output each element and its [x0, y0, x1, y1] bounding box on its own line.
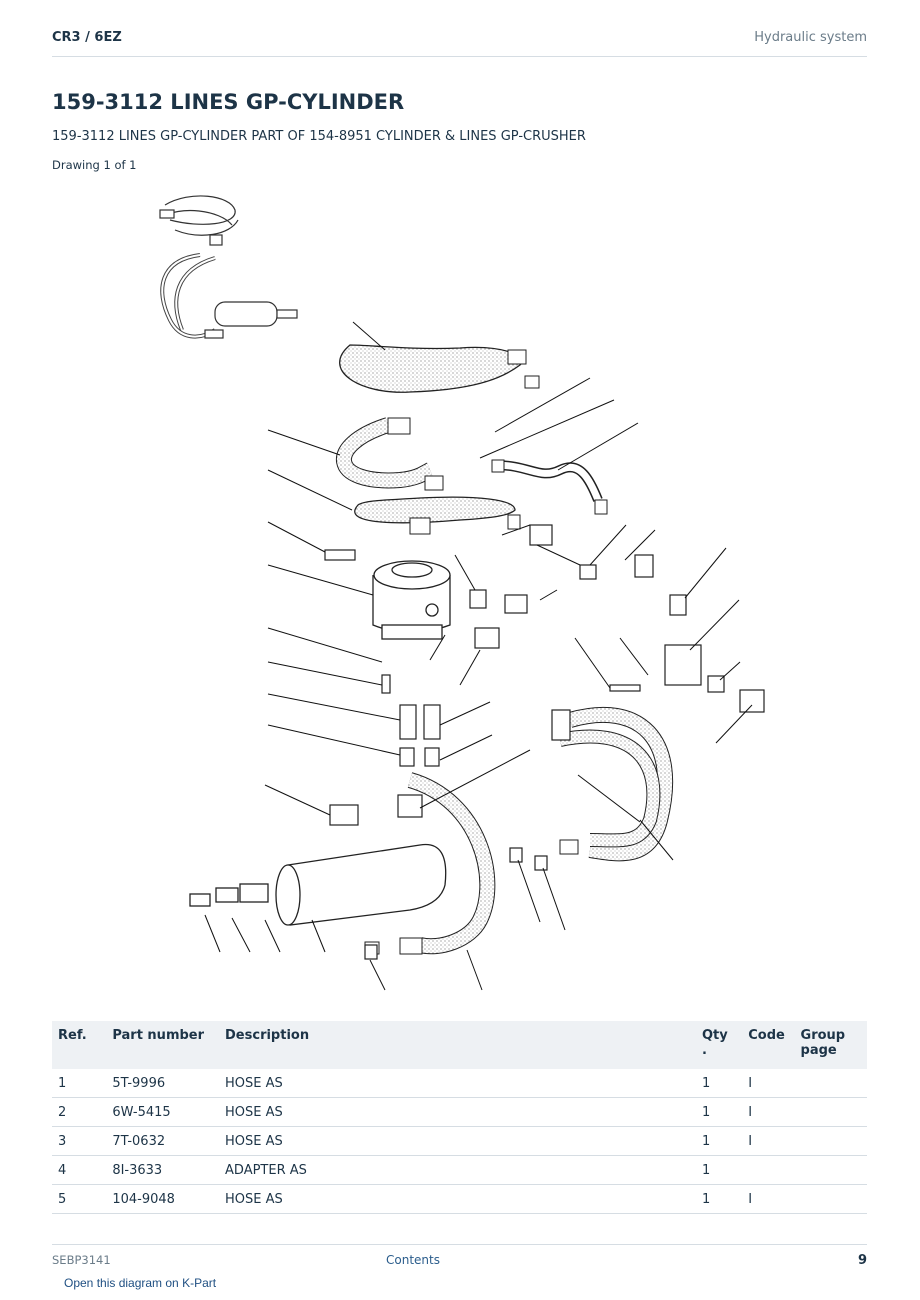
doc-id: SEBP3141 — [52, 1253, 111, 1267]
cell-qty: 1 — [695, 1097, 743, 1127]
table-row: 2 6W-5415 HOSE AS 1 I — [52, 1097, 867, 1127]
valve-block — [372, 560, 451, 640]
parts-table: Ref. Part number Description Qty . Code … — [52, 1021, 867, 1214]
page-header: CR3 / 6EZ Hydraulic system — [52, 28, 867, 57]
cell-part-number: 5T-9996 — [106, 1069, 220, 1098]
page-title: 159-3112 LINES GP-CYLINDER — [52, 90, 405, 114]
fittings — [324, 524, 765, 960]
cell-description: HOSE AS — [219, 1126, 696, 1156]
table-row: 1 5T-9996 HOSE AS 1 I — [52, 1069, 867, 1098]
cell-code: I — [742, 1097, 795, 1127]
col-ref: Ref. — [52, 1021, 107, 1069]
cell-group-page — [794, 1155, 867, 1185]
contents-link[interactable]: Contents — [386, 1253, 440, 1267]
cell-group-page — [794, 1184, 867, 1214]
cell-group-page — [794, 1126, 867, 1156]
section-label: Hydraulic system — [754, 30, 867, 45]
callout-lines — [204, 321, 753, 991]
kpart-link[interactable]: Open this diagram on K-Part — [64, 1276, 217, 1290]
cell-ref: 5 — [52, 1184, 107, 1214]
cell-part-number: 7T-0632 — [106, 1126, 220, 1156]
cell-group-page — [794, 1097, 867, 1127]
page-number: 9 — [857, 1253, 867, 1268]
cell-qty: 1 — [695, 1126, 743, 1156]
cell-ref: 4 — [52, 1155, 107, 1185]
col-qty: Qty . — [695, 1021, 743, 1069]
cell-ref: 2 — [52, 1097, 107, 1127]
cell-qty: 1 — [695, 1184, 743, 1214]
col-part-number: Part number — [106, 1021, 220, 1069]
table-row: 4 8I-3633 ADAPTER AS 1 — [52, 1155, 867, 1185]
cell-description: ADAPTER AS — [219, 1155, 696, 1185]
cell-part-number: 104-9048 — [106, 1184, 220, 1214]
page-footer: SEBP3141 Contents 9 — [52, 1244, 867, 1268]
cell-group-page — [794, 1069, 867, 1098]
hose-1 — [339, 344, 540, 393]
hose-3 — [354, 496, 521, 535]
cell-description: HOSE AS — [219, 1184, 696, 1214]
cell-description: HOSE AS — [219, 1069, 696, 1098]
tube-fitting — [491, 459, 608, 515]
cell-ref: 1 — [52, 1069, 107, 1098]
page-subtitle: 159-3112 LINES GP-CYLINDER PART OF 154-8… — [52, 129, 586, 144]
cell-part-number: 6W-5415 — [106, 1097, 220, 1127]
cell-ref: 3 — [52, 1126, 107, 1156]
cell-code: I — [742, 1184, 795, 1214]
cell-qty: 1 — [695, 1155, 743, 1185]
drawing-label: Drawing 1 of 1 — [52, 158, 137, 172]
table-row: 3 7T-0632 HOSE AS 1 I — [52, 1126, 867, 1156]
cell-part-number: 8I-3633 — [106, 1155, 220, 1185]
cylinder — [189, 843, 447, 926]
cell-qty: 1 — [695, 1069, 743, 1098]
hose-4 — [558, 707, 674, 862]
table-row: 5 104-9048 HOSE AS 1 I — [52, 1184, 867, 1214]
cell-code: I — [742, 1126, 795, 1156]
cell-code — [742, 1155, 795, 1185]
model-label: CR3 / 6EZ — [52, 30, 122, 45]
hose-2 — [336, 417, 444, 491]
cell-description: HOSE AS — [219, 1097, 696, 1127]
table-header-row: Ref. Part number Description Qty . Code … — [52, 1021, 867, 1069]
overview-thumbnail — [159, 195, 298, 339]
exploded-parts-diagram — [159, 195, 765, 991]
col-group-page: Group page — [794, 1021, 867, 1069]
cell-code: I — [742, 1069, 795, 1098]
col-code: Code — [742, 1021, 795, 1069]
col-description: Description — [219, 1021, 696, 1069]
